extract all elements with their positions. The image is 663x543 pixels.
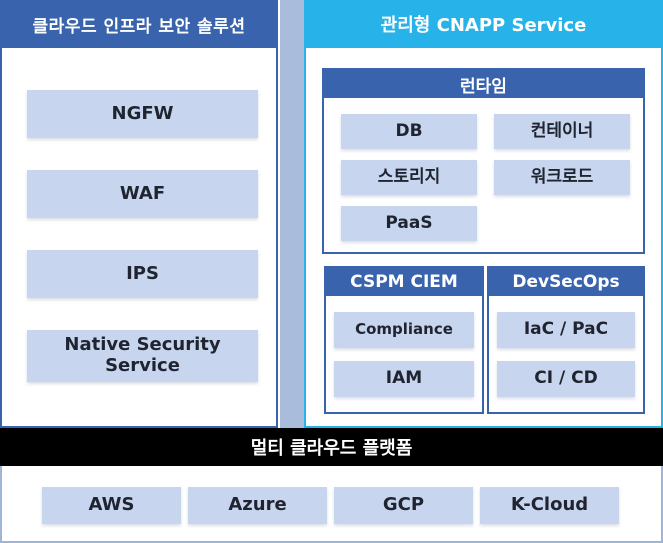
- runtime-group: 런타임 DB 스토리지 PaaS 컨테이너 워크로드: [322, 68, 645, 254]
- iam-box: IAM: [334, 361, 474, 397]
- platform-panel: AWS Azure GCP K-Cloud: [0, 466, 663, 543]
- ngfw-box: NGFW: [27, 90, 258, 138]
- native-security-service-box: Native Security Service: [27, 330, 258, 382]
- waf-box: WAF: [27, 170, 258, 218]
- ci-cd-box: CI / CD: [497, 361, 635, 397]
- devsecops-group: DevSecOps IaC / PaC CI / CD: [487, 266, 645, 414]
- devsecops-title: DevSecOps: [489, 268, 643, 296]
- runtime-title: 런타임: [324, 70, 643, 98]
- platform-title: 멀티 클라우드 플랫폼: [0, 428, 663, 466]
- azure-box: Azure: [188, 487, 327, 524]
- db-box: DB: [341, 114, 477, 149]
- right-column-title: 관리형 CNAPP Service: [304, 0, 663, 48]
- gcp-box: GCP: [334, 487, 473, 524]
- right-column-panel: 런타임 DB 스토리지 PaaS 컨테이너 워크로드 CSPM CIEM Com…: [304, 48, 663, 428]
- iac-pac-box: IaC / PaC: [497, 312, 635, 348]
- storage-box: 스토리지: [341, 160, 477, 195]
- workload-box: 워크로드: [494, 160, 630, 195]
- left-column-panel: NGFW WAF IPS Native Security Service: [0, 48, 278, 428]
- column-divider: [280, 0, 304, 428]
- cspm-ciem-group: CSPM CIEM Compliance IAM: [324, 266, 484, 414]
- compliance-box: Compliance: [334, 312, 474, 348]
- cspm-ciem-title: CSPM CIEM: [326, 268, 482, 296]
- aws-box: AWS: [42, 487, 181, 524]
- k-cloud-box: K-Cloud: [480, 487, 619, 524]
- paas-box: PaaS: [341, 206, 477, 241]
- left-column-title: 클라우드 인프라 보안 솔루션: [0, 0, 278, 48]
- container-box: 컨테이너: [494, 114, 630, 149]
- ips-box: IPS: [27, 250, 258, 298]
